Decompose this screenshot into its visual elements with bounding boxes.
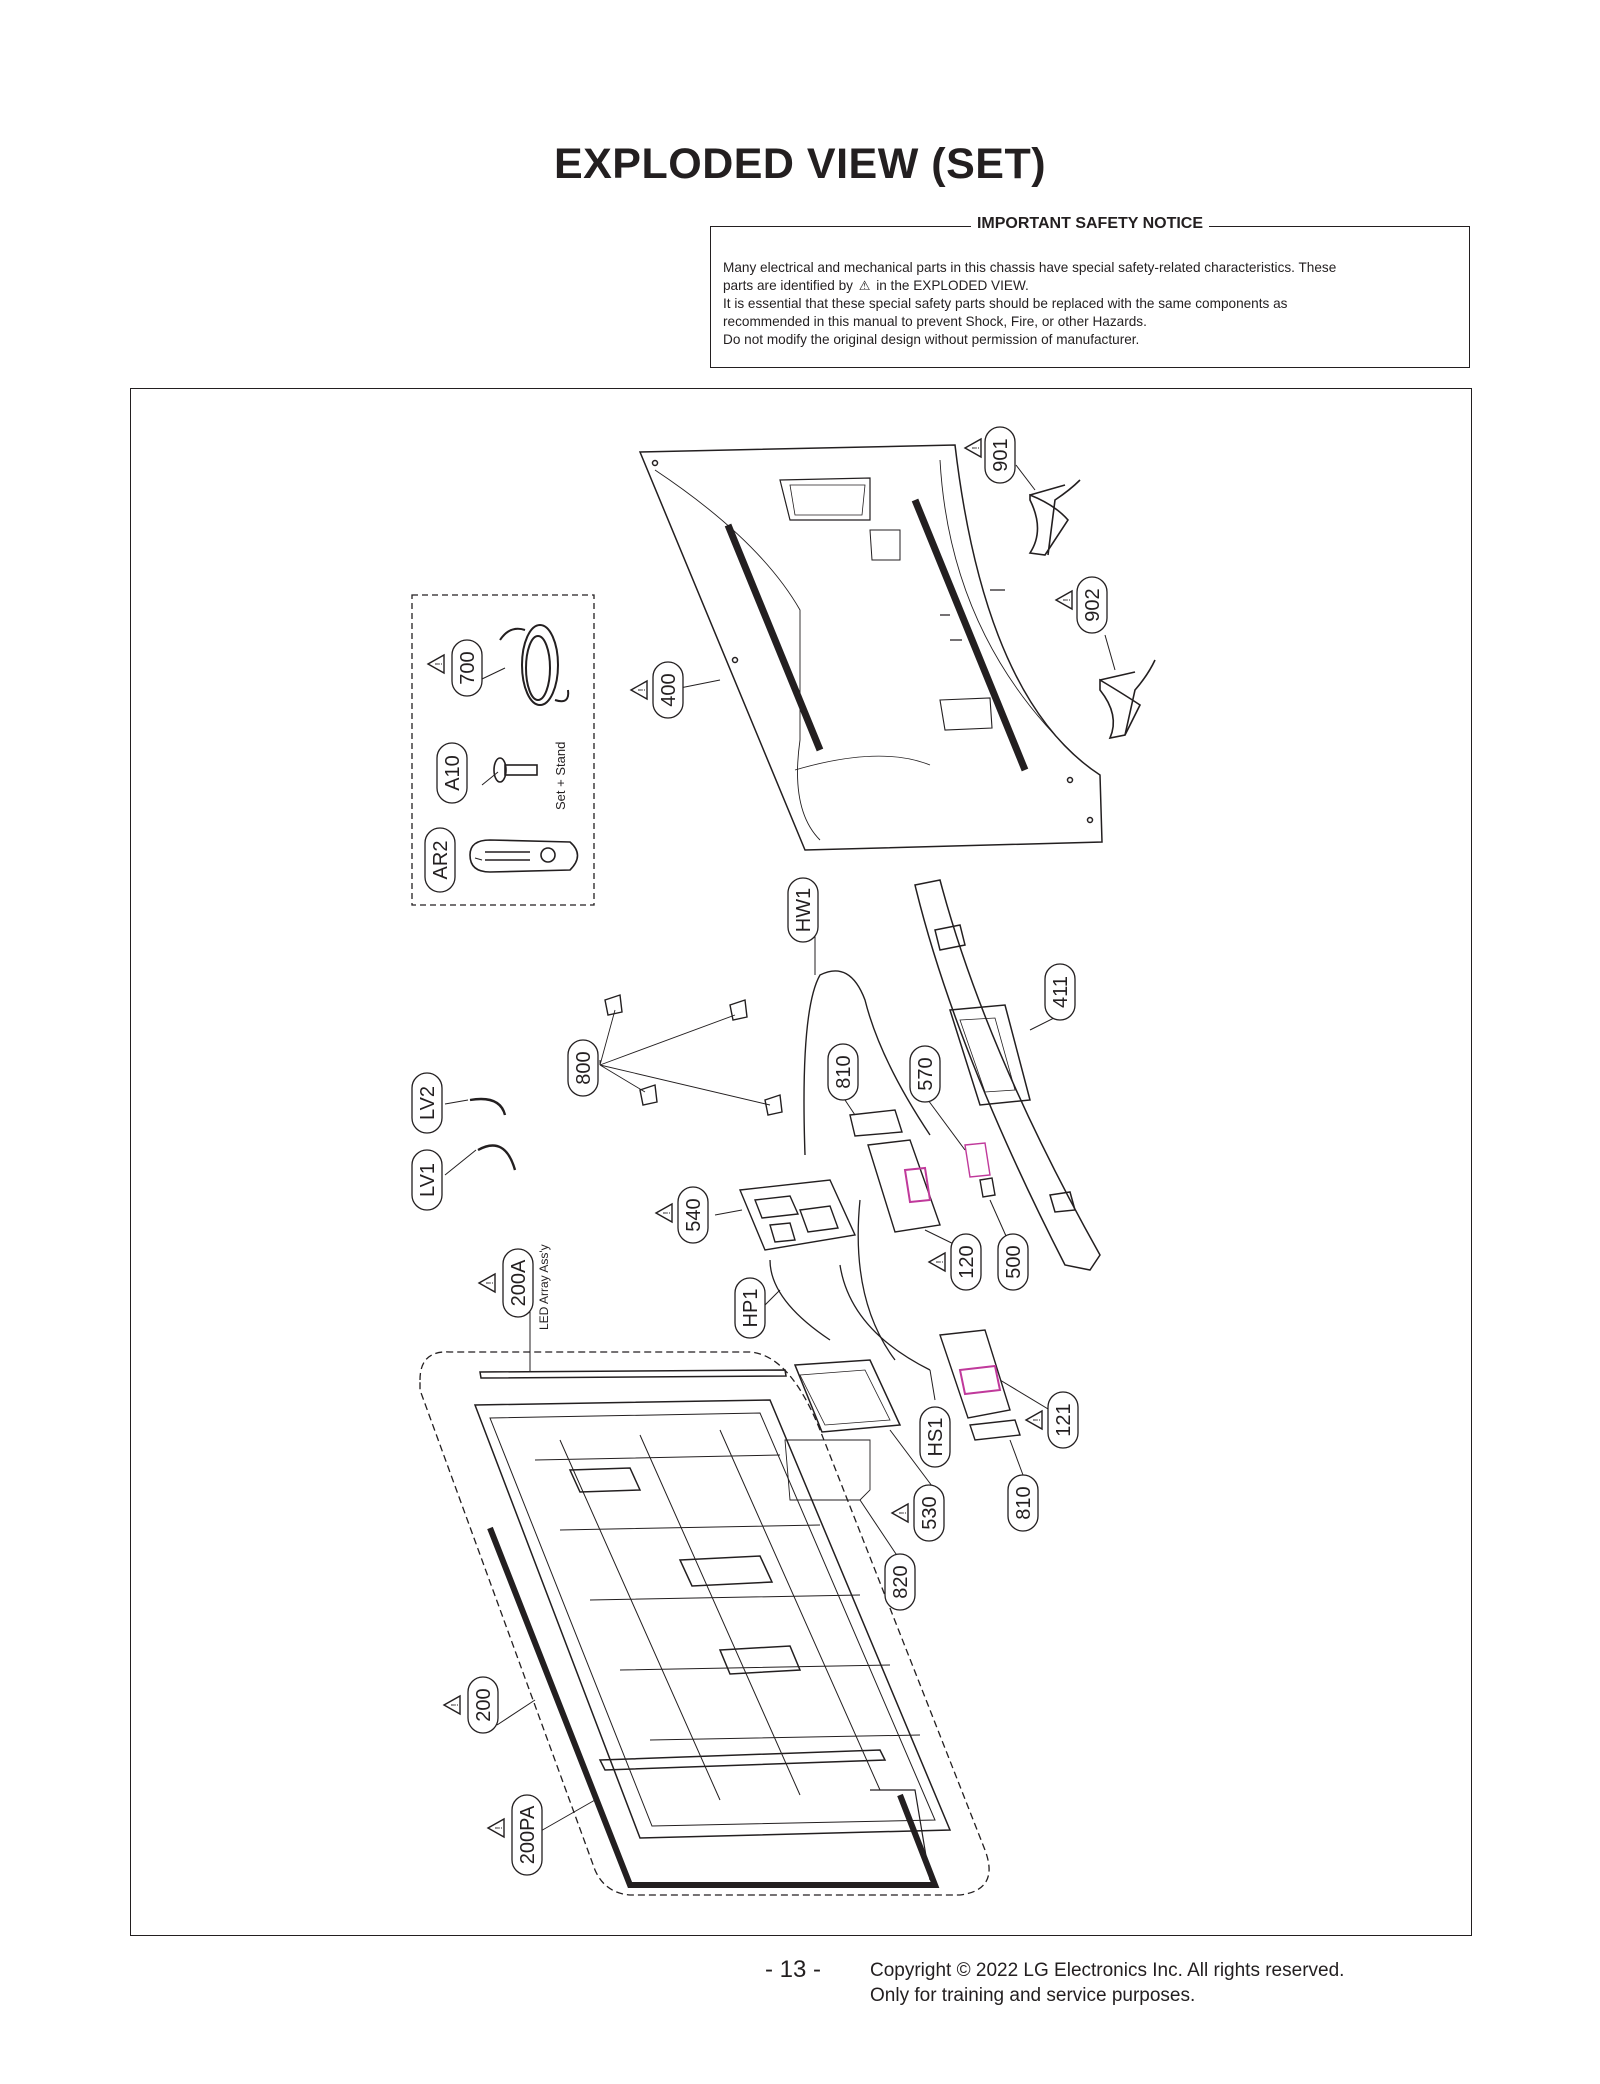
callout-902: 902 <box>1076 576 1108 634</box>
svg-text:LV2: LV2 <box>417 1086 439 1120</box>
callout-HS1: HS1 <box>919 1406 951 1468</box>
callout-LV2: LV2 <box>411 1072 443 1134</box>
callout-700: 700 <box>451 639 483 697</box>
warning-triangle-icon <box>964 438 983 458</box>
accessory-box <box>411 594 595 906</box>
copyright-notice: Copyright © 2022 LG Electronics Inc. All… <box>870 1960 1345 2006</box>
notice-line: Many electrical and mechanical parts in … <box>723 260 1337 275</box>
svg-text:120: 120 <box>956 1245 978 1278</box>
warning-triangle-icon <box>1025 1410 1044 1430</box>
svg-text:820: 820 <box>890 1565 912 1598</box>
safety-notice-text: Many electrical and mechanical parts in … <box>723 259 1457 349</box>
callout-540: 540 <box>677 1186 709 1244</box>
warning-triangle-icon <box>891 1503 910 1523</box>
callout-400: 400 <box>652 661 684 719</box>
stand-parts <box>1028 479 1156 740</box>
warning-triangle-icon <box>655 1203 674 1223</box>
small-brackets-800 <box>599 994 783 1116</box>
warning-triangle-icon: ⚠ <box>858 278 871 293</box>
panel-corner <box>870 1789 931 1881</box>
callout-AR2: AR2 <box>424 827 456 893</box>
warning-triangle-icon <box>630 680 649 700</box>
display-panel <box>473 1399 952 1839</box>
panel-frame-200PA <box>487 1526 940 1888</box>
warning-triangle-icon <box>427 654 446 674</box>
main-board <box>738 1179 857 1251</box>
svg-text:HP1: HP1 <box>740 1289 762 1328</box>
warning-triangle-icon <box>478 1273 497 1293</box>
lvds-cables <box>469 1097 517 1171</box>
svg-text:HW1: HW1 <box>793 888 815 932</box>
svg-text:810: 810 <box>833 1055 855 1088</box>
svg-text:570: 570 <box>915 1057 937 1090</box>
bracket-411 <box>914 879 1101 1271</box>
callout-411: 411 <box>1044 963 1076 1021</box>
callout-500: 500 <box>997 1233 1029 1291</box>
speaker-530 <box>793 1359 902 1433</box>
warning-triangle-icon <box>1055 590 1074 610</box>
svg-text:200: 200 <box>473 1688 495 1721</box>
svg-text:540: 540 <box>683 1198 705 1231</box>
callout-800: 800 <box>567 1039 599 1097</box>
page-title: EXPLODED VIEW (SET) <box>553 140 1047 188</box>
svg-text:500: 500 <box>1003 1245 1025 1278</box>
callout-810-lower: 810 <box>1007 1474 1039 1532</box>
svg-text:902: 902 <box>1082 588 1104 621</box>
callout-200A: 200A <box>502 1248 534 1318</box>
page-number: - 13 - <box>765 1956 822 1983</box>
remote-control <box>469 839 579 873</box>
callout-A10: A10 <box>436 742 468 804</box>
svg-text:A10: A10 <box>442 755 464 791</box>
led-bar <box>479 1369 787 1379</box>
svg-text:901: 901 <box>990 438 1012 471</box>
callout-HP1: HP1 <box>734 1277 766 1339</box>
safety-notice-heading: IMPORTANT SAFETY NOTICE <box>970 215 1210 232</box>
callout-530: 530 <box>913 1484 945 1542</box>
svg-text:411: 411 <box>1050 976 1072 1008</box>
notice-line: It is essential that these special safet… <box>723 296 1288 311</box>
svg-text:200PA: 200PA <box>517 1805 539 1864</box>
insulator-820 <box>784 1439 871 1501</box>
svg-text:400: 400 <box>658 673 680 706</box>
svg-text:HS1: HS1 <box>925 1418 947 1457</box>
svg-text:800: 800 <box>573 1051 595 1084</box>
svg-text:121: 121 <box>1053 1403 1075 1436</box>
callout-200: 200 <box>467 1676 499 1734</box>
notice-line: Do not modify the original design withou… <box>723 332 1140 347</box>
svg-text:700: 700 <box>457 651 479 684</box>
cables-hp-hs <box>769 1199 931 1371</box>
callout-570: 570 <box>909 1045 941 1103</box>
safety-notice-box: IMPORTANT SAFETY NOTICE Many electrical … <box>710 215 1470 368</box>
panel-dashed-outline <box>419 1351 990 1896</box>
warning-triangle-icon <box>443 1695 462 1715</box>
svg-text:530: 530 <box>919 1496 941 1529</box>
power-cord <box>499 624 570 706</box>
small-boards <box>964 1142 996 1198</box>
callout-200PA: 200PA <box>511 1794 543 1876</box>
warning-triangle-icon <box>487 1818 506 1838</box>
callout-901: 901 <box>984 426 1016 484</box>
diagram-frame <box>130 388 1472 1936</box>
svg-text:810: 810 <box>1013 1486 1035 1519</box>
notice-line: parts are identified by ⚠ in the EXPLODE… <box>723 278 1029 293</box>
callout-LV1: LV1 <box>411 1149 443 1211</box>
accessory-note: Set + Stand <box>553 742 568 810</box>
svg-text:LV1: LV1 <box>417 1163 439 1197</box>
svg-text:200A: 200A <box>508 1259 530 1306</box>
notice-line: recommended in this manual to prevent Sh… <box>723 314 1147 329</box>
back-cover <box>638 444 1103 851</box>
warning-triangle-icon <box>928 1252 947 1272</box>
power-board <box>849 1109 1021 1441</box>
harness-hw1 <box>803 970 931 1156</box>
callout-HW1: HW1 <box>787 877 819 943</box>
screw <box>493 757 538 783</box>
callout-810: 810 <box>827 1043 859 1101</box>
callout-120: 120 <box>950 1233 982 1291</box>
led-note: LED Array Ass'y <box>537 1244 551 1330</box>
callout-121: 121 <box>1047 1391 1079 1449</box>
callout-820: 820 <box>884 1553 916 1611</box>
svg-text:AR2: AR2 <box>430 841 452 880</box>
